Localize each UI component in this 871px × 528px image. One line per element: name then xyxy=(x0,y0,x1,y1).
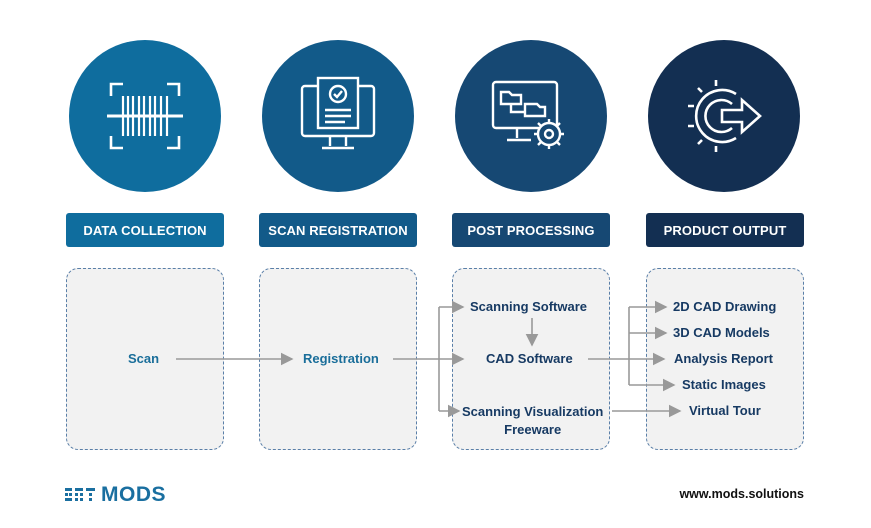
node-2d-cad-drawing: 2D CAD Drawing xyxy=(673,298,777,316)
node-analysis-report: Analysis Report xyxy=(674,350,773,368)
monitor-folder-gear-icon xyxy=(491,80,564,149)
node-scanning-visualization: Scanning Visualization Freeware xyxy=(462,403,604,439)
mods-logo-mark-icon xyxy=(65,488,95,501)
barcode-scan-icon xyxy=(107,82,183,150)
scan-registration-circle xyxy=(262,40,414,192)
stage-label-data-collection: DATA COLLECTION xyxy=(66,213,224,247)
stage-label-post-processing: POST PROCESSING xyxy=(452,213,610,247)
node-scanning-visualization-line2: Freeware xyxy=(504,422,562,437)
monitor-document-check-icon xyxy=(300,76,376,150)
mods-logo: MODS xyxy=(65,483,166,507)
brand-name: MODS xyxy=(101,483,166,506)
post-processing-circle xyxy=(455,40,607,192)
gear-arrow-output-icon xyxy=(688,80,762,152)
node-static-images: Static Images xyxy=(682,376,766,394)
node-scanning-software: Scanning Software xyxy=(470,298,588,316)
node-3d-cad-models: 3D CAD Models xyxy=(673,324,770,342)
node-cad-software: CAD Software xyxy=(486,350,573,368)
node-scanning-visualization-line1: Scanning Visualization xyxy=(462,404,604,419)
stage-label-product-output: PRODUCT OUTPUT xyxy=(646,213,804,247)
product-output-circle xyxy=(648,40,800,192)
website-url[interactable]: www.mods.solutions xyxy=(679,487,804,501)
data-collection-circle xyxy=(69,40,221,192)
stage-label-scan-registration: SCAN REGISTRATION xyxy=(259,213,417,247)
node-registration: Registration xyxy=(303,350,379,368)
node-scan: Scan xyxy=(128,350,160,368)
node-virtual-tour: Virtual Tour xyxy=(689,402,761,420)
